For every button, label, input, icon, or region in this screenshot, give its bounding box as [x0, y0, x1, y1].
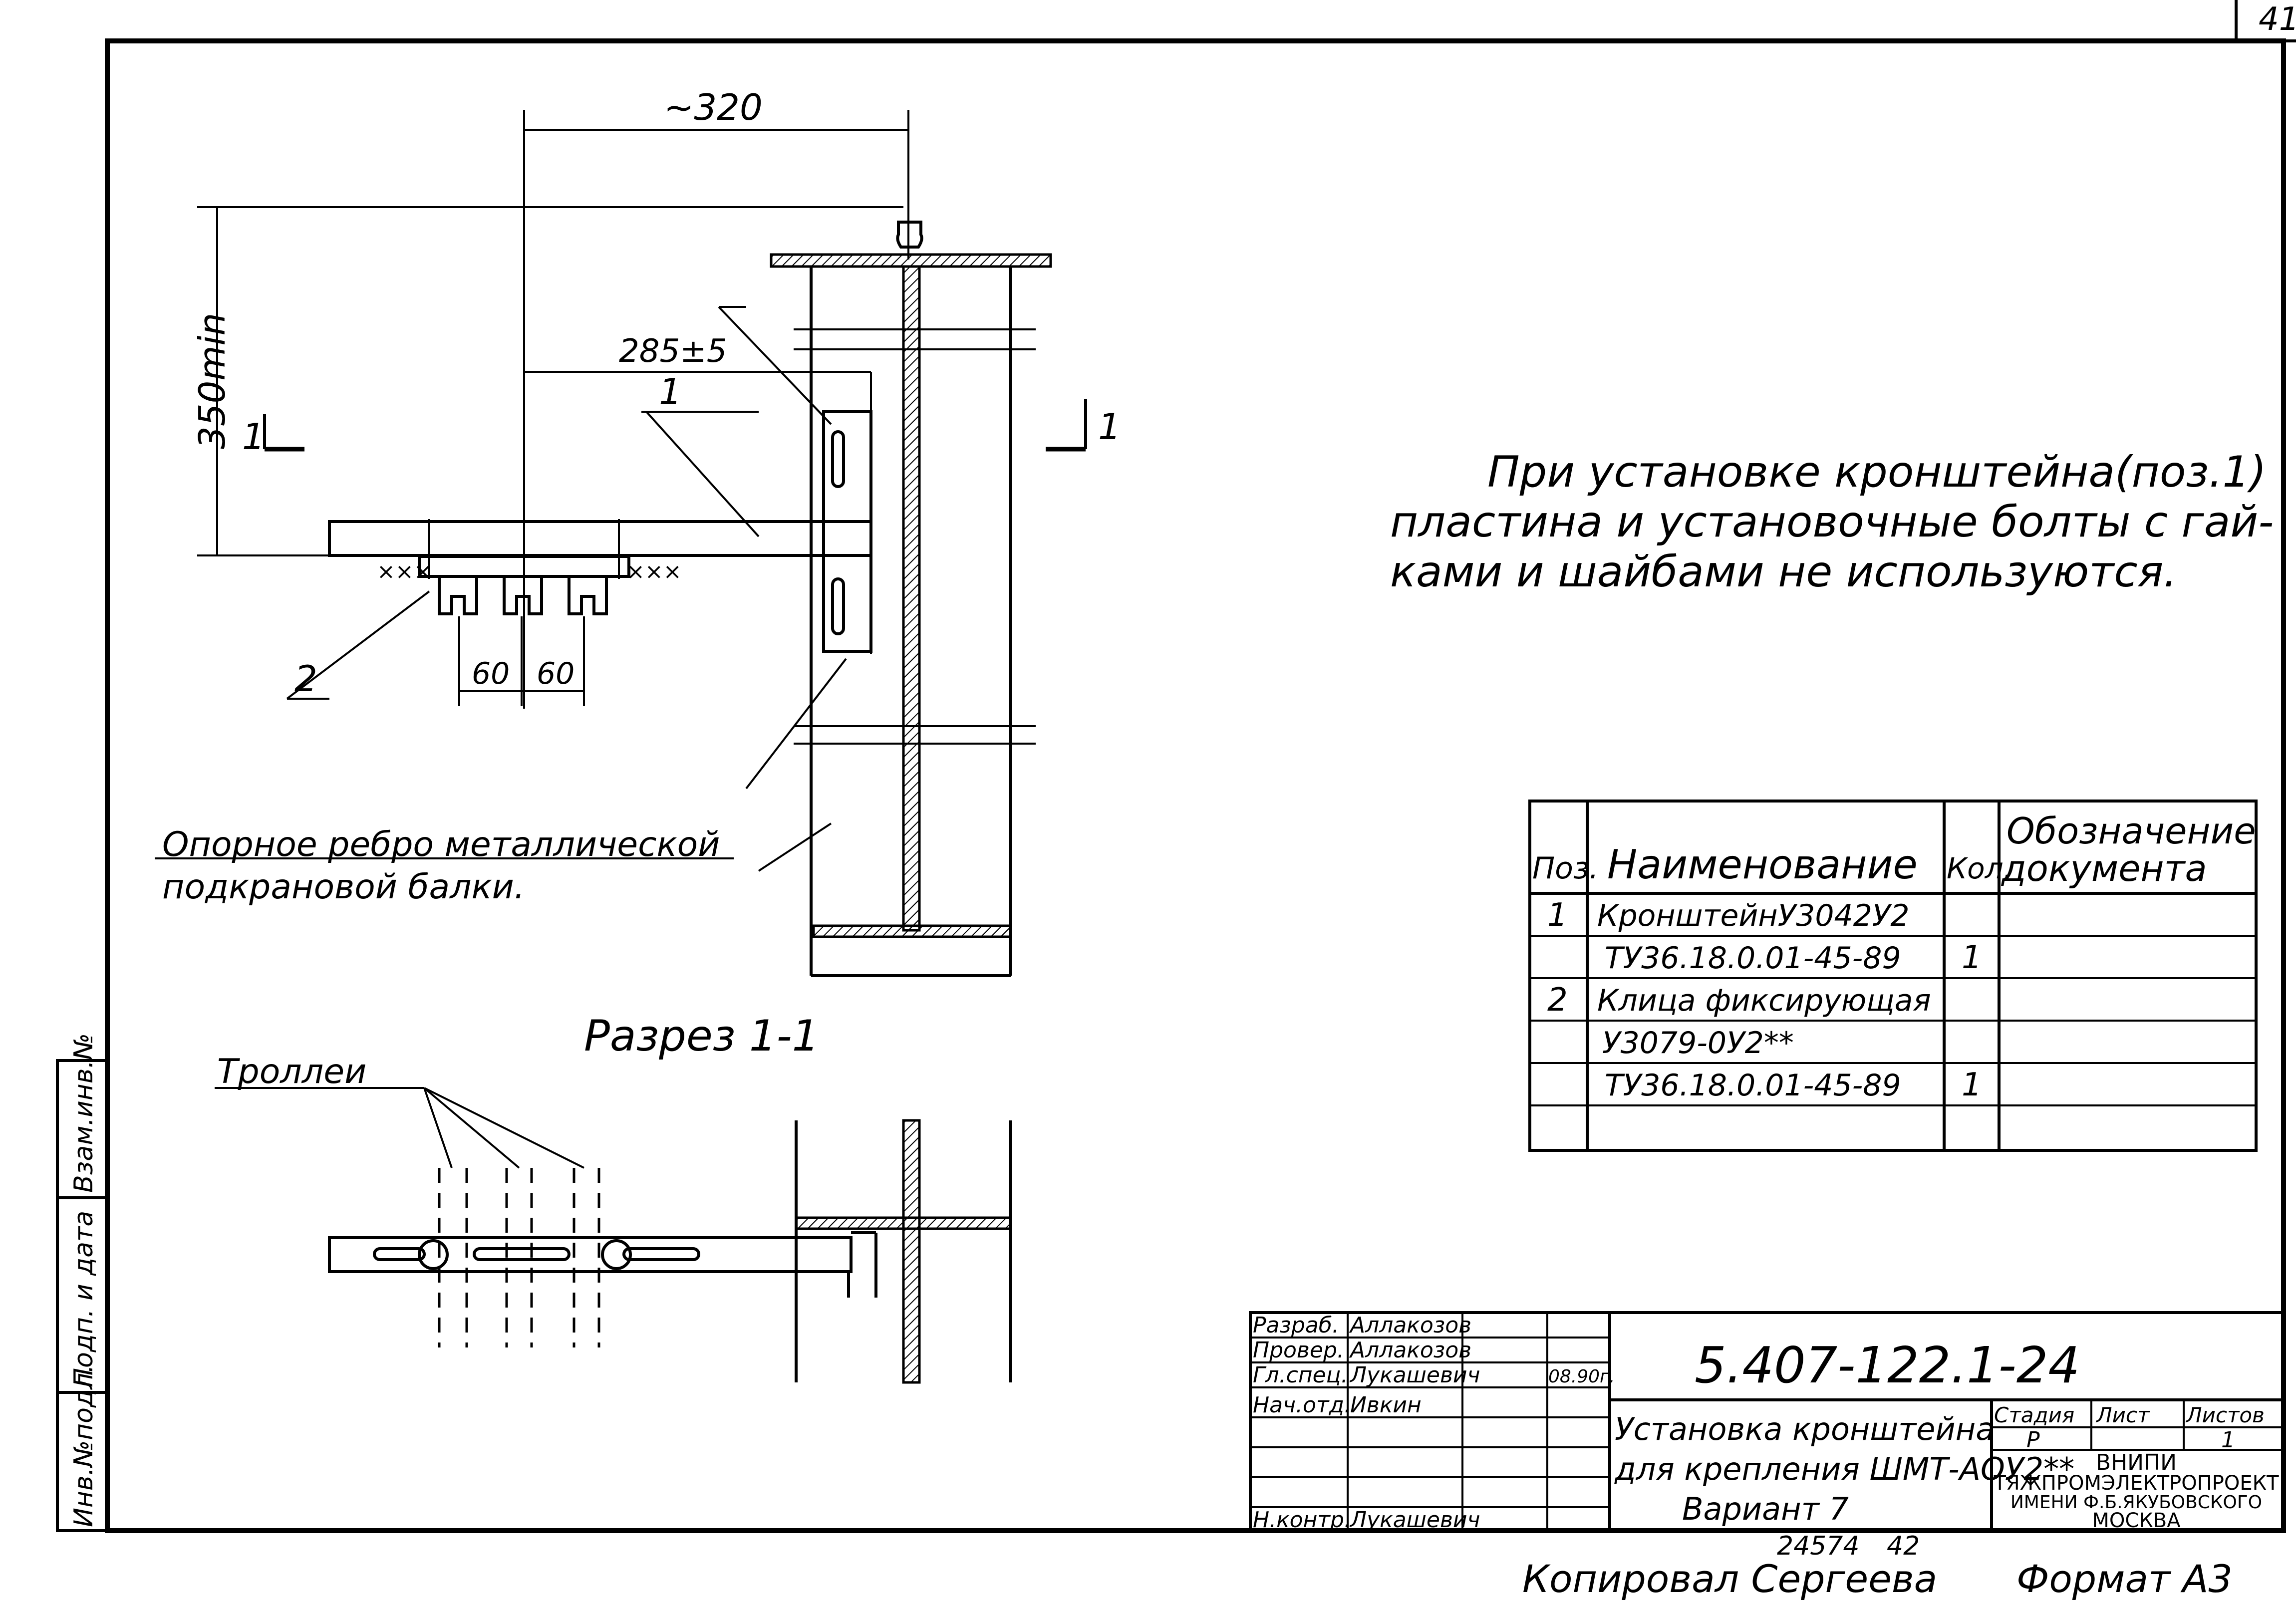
svg-text:Вариант 7: Вариант 7 [1682, 1491, 1849, 1527]
doc-code: 5.407-122.1-24 [1695, 1336, 2080, 1394]
note-support-rib-2: подкрановой балки. [162, 867, 525, 907]
svg-text:Лукашевич: Лукашевич [1349, 1362, 1480, 1388]
top-flange [770, 253, 1052, 268]
svg-text:×××: ××× [377, 559, 432, 584]
spec-row-qty: 1 [1962, 1067, 1982, 1103]
spec-row-name: ТУ36.18.0.01-45-89 [1605, 1068, 1901, 1103]
spec-table: Поз. Наименование Кол. Обозначение докум… [1528, 800, 2258, 1152]
svg-text:Гл.спец.: Гл.спец. [1253, 1362, 1348, 1388]
spec-row-qty: 1 [1962, 939, 1982, 976]
bracket-slot-top [831, 430, 845, 488]
format-label: Формат А3 [2016, 1557, 2233, 1601]
spec-row-name: КронштейнУ3042У2 [1597, 898, 1910, 933]
copied-by: Копировал Сергеева [1522, 1557, 1937, 1601]
svg-text:Ивкин: Ивкин [1350, 1392, 1422, 1418]
spec-row-name: У3079-0У2** [1602, 1026, 1794, 1061]
section-mark-right: 1 [1046, 399, 1121, 452]
beam-web [902, 265, 921, 932]
svg-text:1: 1 [2221, 1427, 2235, 1453]
side-stamp: Инв.№подл. Подп. и дата Взам.инв.№ [56, 1033, 109, 1532]
dim-width-top: ~320 [664, 86, 763, 128]
spec-header-doc-2: документа [2001, 847, 2207, 889]
svg-text:1: 1 [242, 416, 265, 458]
spec-header-name: Наименование [1607, 841, 1918, 888]
spec-row-name: ТУ36.18.0.01-45-89 [1605, 941, 1901, 976]
callout-pos2: 2 [294, 658, 317, 700]
svg-text:Листов: Листов [2185, 1403, 2265, 1427]
section-mark-left: 1 [242, 414, 304, 458]
trolleys-label: Троллеи [217, 1052, 366, 1091]
section-view: Разрез 1-1 Троллеи [215, 1011, 1012, 1384]
spec-row-pos: 2 [1547, 982, 1568, 1019]
svg-text:пластина и установочные болты: пластина и установочные болты с гай- [1390, 497, 2274, 547]
svg-text:МОСКВА: МОСКВА [2092, 1509, 2181, 1532]
side-stamp-replace: Взам.инв.№ [69, 1033, 99, 1193]
svg-text:Лист: Лист [2095, 1403, 2150, 1427]
svg-text:При установке кронштейна(поз.1: При установке кронштейна(поз.1) [1487, 447, 2267, 497]
svg-text:Р: Р [2026, 1427, 2040, 1453]
spec-header-qty: Кол. [1947, 851, 2012, 885]
svg-text:ТЯЖПРОМЭЛЕКТРОПРОЕКТ: ТЯЖПРОМЭЛЕКТРОПРОЕКТ [1993, 1472, 2279, 1495]
dim-spacing-1: 60 [472, 656, 510, 691]
svg-text:Установка кронштейна: Установка кронштейна [1615, 1411, 1995, 1447]
title-block: Разраб. Аллакозов Провер. Аллакозов Гл.с… [1249, 1311, 2285, 1533]
svg-text:Провер.: Провер. [1253, 1338, 1344, 1363]
spec-row-name: Клица фиксирующая [1597, 983, 1931, 1018]
svg-text:ИМЕНИ Ф.Б.ЯКУБОВСКОГО: ИМЕНИ Ф.Б.ЯКУБОВСКОГО [2010, 1492, 2262, 1513]
bracket-arm [328, 520, 872, 557]
spec-row-pos: 1 [1547, 897, 1568, 934]
svg-text:для крепления ШМТ-АОУ2**: для крепления ШМТ-АОУ2** [1614, 1451, 2074, 1487]
bracket-slot-bottom [831, 577, 845, 635]
callout-pos1: 1 [659, 371, 682, 413]
dim-height: 350min [191, 313, 233, 449]
svg-text:Стадия: Стадия [1994, 1403, 2074, 1427]
archive-suffix: 42 [1887, 1531, 1920, 1561]
elevation-view: ××× ××× ~320 285±5 350min 60 60 1 2 [155, 86, 1121, 977]
svg-text:08.90г.: 08.90г. [1548, 1366, 1615, 1387]
svg-text:ками и шайбами не используются: ками и шайбами не используются. [1390, 547, 2177, 597]
spec-header-pos: Поз. [1532, 851, 1599, 886]
bracket-plate [822, 410, 872, 653]
bottom-flange [812, 924, 1012, 938]
dim-offset: 285±5 [619, 333, 727, 370]
dim-spacing-2: 60 [537, 656, 574, 691]
crane-rail [896, 221, 923, 249]
section-title: Разрез 1-1 [584, 1011, 819, 1061]
sheet-number: 41 [2259, 1, 2296, 38]
svg-text:Н.контр.: Н.контр. [1253, 1507, 1351, 1533]
trolley-clips: ××× ××× [377, 519, 682, 615]
svg-text:Разраб.: Разраб. [1253, 1313, 1339, 1338]
svg-text:Аллакозов: Аллакозов [1349, 1313, 1471, 1338]
archive-number: 24574 [1777, 1531, 1859, 1561]
spec-header-doc-1: Обозначение [2007, 810, 2256, 852]
side-stamp-sign: Подп. и дата [69, 1211, 99, 1387]
sheet-frame: 41 [105, 0, 2296, 1533]
instruction-note: При установке кронштейна(поз.1) пластина… [1390, 447, 2274, 597]
svg-text:ВНИПИ: ВНИПИ [2096, 1450, 2177, 1475]
note-support-rib-1: Опорное ребро металлической [162, 825, 720, 864]
svg-text:Нач.отд.: Нач.отд. [1253, 1392, 1351, 1418]
svg-text:Аллакозов: Аллакозов [1349, 1338, 1471, 1363]
svg-text:×××: ××× [626, 559, 682, 584]
svg-text:Лукашевич: Лукашевич [1349, 1507, 1480, 1533]
svg-text:1: 1 [1098, 406, 1121, 448]
side-stamp-inv: Инв.№подл. [69, 1364, 99, 1527]
